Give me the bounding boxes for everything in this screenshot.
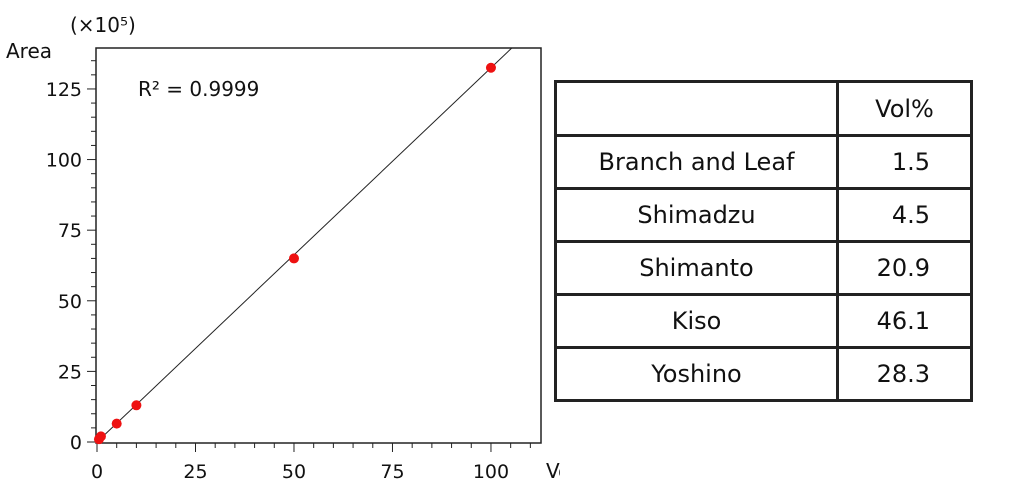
y-multiplier-label: (×10⁵)	[70, 13, 136, 37]
x-tick-label: 100	[473, 461, 509, 483]
row-value: 1.5	[836, 134, 973, 190]
data-point	[111, 418, 122, 429]
y-tick-label: 50	[58, 291, 82, 313]
x-tick-label: 25	[183, 461, 207, 483]
x-tick-label: 75	[380, 461, 404, 483]
data-point	[485, 62, 496, 73]
y-tick-label: 0	[70, 432, 82, 454]
row-value: 20.9	[836, 240, 973, 296]
row-name: Shimanto	[554, 240, 839, 296]
x-axis-label: Vol%	[546, 459, 560, 483]
y-tick-label: 75	[58, 220, 82, 242]
row-name: Yoshino	[554, 346, 839, 402]
fit-line	[96, 47, 513, 443]
header-cell-empty	[554, 80, 839, 137]
data-point	[288, 253, 299, 264]
y-axis-label: Area	[6, 39, 52, 63]
plot-area	[95, 47, 542, 444]
row-name: Branch and Leaf	[554, 134, 839, 190]
row-value: 28.3	[836, 346, 973, 402]
y-tick-label: 100	[46, 150, 82, 172]
x-tick-label: 50	[282, 461, 306, 483]
data-point	[131, 400, 142, 411]
y-tick-label: 125	[46, 79, 82, 101]
row-value: 4.5	[836, 187, 973, 243]
header-cell-vol: Vol%	[836, 80, 973, 137]
y-tick-label: 25	[58, 361, 82, 383]
x-tick-label: 0	[91, 461, 103, 483]
r-squared-annotation: R² = 0.9999	[138, 77, 259, 101]
row-value: 46.1	[836, 293, 973, 349]
table-header-row: Vol%	[554, 80, 973, 137]
row-name: Shimadzu	[554, 187, 839, 243]
calibration-chart: (×10⁵) Area Vol% R² = 0.9999 0 25 50 75 100 1…	[6, 13, 560, 483]
row-name: Kiso	[554, 293, 839, 349]
data-point	[95, 431, 106, 442]
